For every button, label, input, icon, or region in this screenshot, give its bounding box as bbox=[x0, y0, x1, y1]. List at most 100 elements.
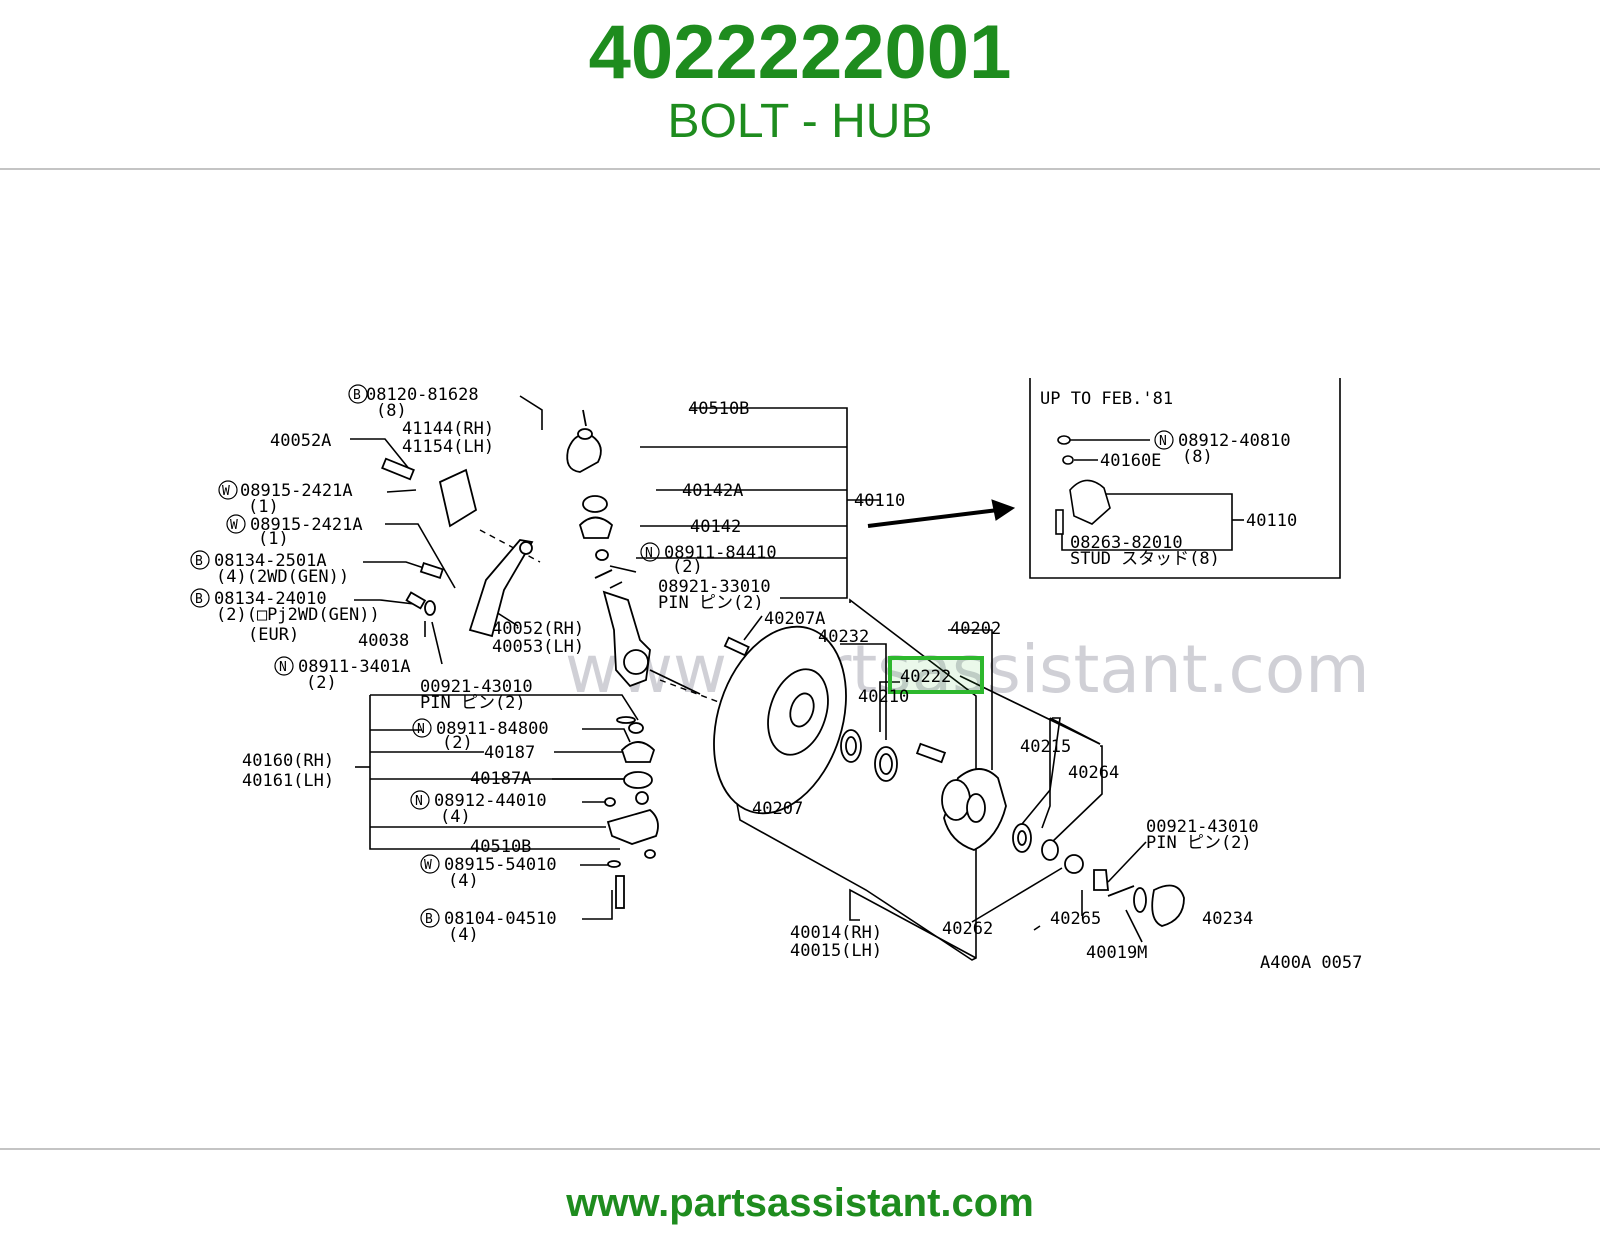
qty-08134-24010: (2)(□Pj2WD(GEN)) bbox=[216, 605, 380, 625]
label-40161-lh[interactable]: 40161(LH) bbox=[242, 771, 334, 791]
circled-w-icon bbox=[420, 854, 440, 874]
circled-b-icon bbox=[190, 588, 210, 608]
knuckle-spindle-icon bbox=[623, 649, 649, 675]
label-40187a[interactable]: 40187A bbox=[470, 769, 531, 789]
hub-nut-40262-icon bbox=[1064, 854, 1084, 874]
qty-08911-84800: (2) bbox=[442, 733, 473, 753]
label-41144[interactable]: 41144(RH) bbox=[402, 419, 494, 439]
label-40510b-bottom[interactable]: 40510B bbox=[470, 837, 531, 857]
inset-frame bbox=[1029, 378, 1341, 579]
label-40210[interactable]: 40210 bbox=[858, 687, 909, 707]
label-00921-43010-a[interactable]: 00921-43010 bbox=[420, 677, 533, 697]
figure-code: A400A 0057 bbox=[1260, 953, 1362, 973]
label-08912-44010[interactable]: 08912-44010 bbox=[434, 791, 547, 811]
label-40160-rh[interactable]: 40160(RH) bbox=[242, 751, 334, 771]
dust-seal-ring-icon bbox=[582, 495, 608, 513]
bolt-08134-icon bbox=[419, 561, 444, 579]
inset-nut-icon bbox=[1057, 435, 1071, 445]
qty-00921-43010-b: PIN ピン(2) bbox=[1146, 833, 1252, 853]
rotor-bolt-40207a-icon bbox=[723, 636, 750, 657]
lower-castle-nut-icon bbox=[628, 722, 644, 734]
label-08911-3401a[interactable]: 08911-3401A bbox=[298, 657, 411, 677]
qty-08911-3401a: (2) bbox=[306, 673, 337, 693]
label-08915-2421a-2[interactable]: 08915-2421A bbox=[250, 515, 363, 535]
label-40014-rh[interactable]: 40014(RH) bbox=[790, 923, 882, 943]
tension-arm-icon bbox=[468, 539, 534, 638]
parts-diagram: www.partsassistant.com bbox=[180, 330, 1410, 1010]
circled-n-icon bbox=[640, 542, 660, 562]
label-40510b-top[interactable]: 40510B bbox=[688, 399, 749, 419]
inset-washer-icon bbox=[1062, 455, 1074, 465]
inset-label-40110[interactable]: 40110 bbox=[1246, 511, 1297, 531]
circled-w-letter: W bbox=[222, 484, 230, 499]
circled-b-letter: B bbox=[195, 592, 203, 607]
qty-08120-81628: (8) bbox=[376, 401, 407, 421]
spacer-40038-icon bbox=[424, 600, 436, 616]
qty-08104-04510: (4) bbox=[448, 925, 479, 945]
label-08911-84800[interactable]: 08911-84800 bbox=[436, 719, 549, 739]
label-40052a[interactable]: 40052A bbox=[270, 431, 331, 451]
label-40202[interactable]: 40202 bbox=[950, 619, 1001, 639]
label-08134-2501a[interactable]: 08134-2501A bbox=[214, 551, 327, 571]
header: 4022222001 BOLT - HUB bbox=[0, 0, 1600, 168]
label-08120-81628[interactable]: 08120-81628 bbox=[366, 385, 479, 405]
label-40215[interactable]: 40215 bbox=[1020, 737, 1071, 757]
label-40187[interactable]: 40187 bbox=[484, 743, 535, 763]
lower-dust-cover-icon bbox=[620, 741, 656, 763]
label-40038[interactable]: 40038 bbox=[358, 631, 409, 651]
qty-08915-2421a-1: (1) bbox=[248, 497, 279, 517]
castle-nut-icon bbox=[595, 549, 609, 561]
inset-label-08912-40810[interactable]: 08912-40810 bbox=[1178, 431, 1291, 451]
label-40234[interactable]: 40234 bbox=[1202, 909, 1253, 929]
label-40265[interactable]: 40265 bbox=[1050, 909, 1101, 929]
label-08915-54010[interactable]: 08915-54010 bbox=[444, 855, 557, 875]
label-40053-lh[interactable]: 40053(LH) bbox=[492, 637, 584, 657]
inset-arrow-line bbox=[867, 508, 999, 528]
circled-n-letter: N bbox=[415, 794, 423, 809]
label-08921-33010[interactable]: 08921-33010 bbox=[658, 577, 771, 597]
grease-cap-40234-icon bbox=[1151, 884, 1185, 927]
label-40207[interactable]: 40207 bbox=[752, 799, 803, 819]
label-40142a[interactable]: 40142A bbox=[682, 481, 743, 501]
inset-drawings bbox=[1055, 435, 1244, 551]
label-40142[interactable]: 40142 bbox=[690, 517, 741, 537]
label-40015-lh[interactable]: 40015(LH) bbox=[790, 941, 882, 961]
highlight-box-40222[interactable] bbox=[888, 656, 984, 694]
spindle-shaft-icon bbox=[649, 669, 701, 695]
inset-qty-stud: STUD スタッド(8) bbox=[1070, 549, 1220, 569]
leader-lines bbox=[350, 395, 1176, 961]
label-08134-24010[interactable]: 08134-24010 bbox=[214, 589, 327, 609]
qty-08134-24010-eur: (EUR) bbox=[248, 625, 299, 645]
inset-label-40160e[interactable]: 40160E bbox=[1100, 451, 1161, 471]
label-40052-rh[interactable]: 40052(RH) bbox=[492, 619, 584, 639]
label-40232[interactable]: 40232 bbox=[818, 627, 869, 647]
label-40207a[interactable]: 40207A bbox=[764, 609, 825, 629]
part-drawings bbox=[381, 409, 1185, 927]
label-40262[interactable]: 40262 bbox=[942, 919, 993, 939]
qty-08915-54010: (4) bbox=[448, 871, 479, 891]
circled-n-letter: N bbox=[1159, 434, 1167, 449]
label-41154[interactable]: 41154(LH) bbox=[402, 437, 494, 457]
qty-08134-2501a: (4)(2WD(GEN)) bbox=[216, 567, 349, 587]
label-00921-43010-b[interactable]: 00921-43010 bbox=[1146, 817, 1259, 837]
label-40110[interactable]: 40110 bbox=[854, 491, 905, 511]
label-08104-04510[interactable]: 08104-04510 bbox=[444, 909, 557, 929]
footer-divider bbox=[0, 1148, 1600, 1150]
bolt-08134-24010-icon bbox=[405, 591, 427, 610]
label-08911-84410[interactable]: 08911-84410 bbox=[664, 543, 777, 563]
inset-label-08263-82010[interactable]: 08263-82010 bbox=[1070, 533, 1183, 553]
lower-cotter-pin-icon bbox=[616, 716, 636, 724]
hub-bore-icon bbox=[966, 793, 986, 823]
label-40222[interactable]: 40222 bbox=[900, 667, 951, 687]
dust-cover-icon bbox=[578, 516, 614, 539]
label-40019m[interactable]: 40019M bbox=[1086, 943, 1147, 963]
hub-bolt-40222-icon bbox=[915, 742, 947, 764]
lower-nut-icon bbox=[644, 849, 656, 859]
outer-bearing-race-icon bbox=[1017, 830, 1027, 846]
label-40264[interactable]: 40264 bbox=[1068, 763, 1119, 783]
circled-n-icon bbox=[1154, 430, 1174, 450]
footer-url[interactable]: www.partsassistant.com bbox=[566, 1181, 1034, 1225]
circled-n-icon bbox=[412, 718, 432, 738]
label-08915-2421a-1[interactable]: 08915-2421A bbox=[240, 481, 353, 501]
washer-40264-icon bbox=[1041, 839, 1059, 861]
